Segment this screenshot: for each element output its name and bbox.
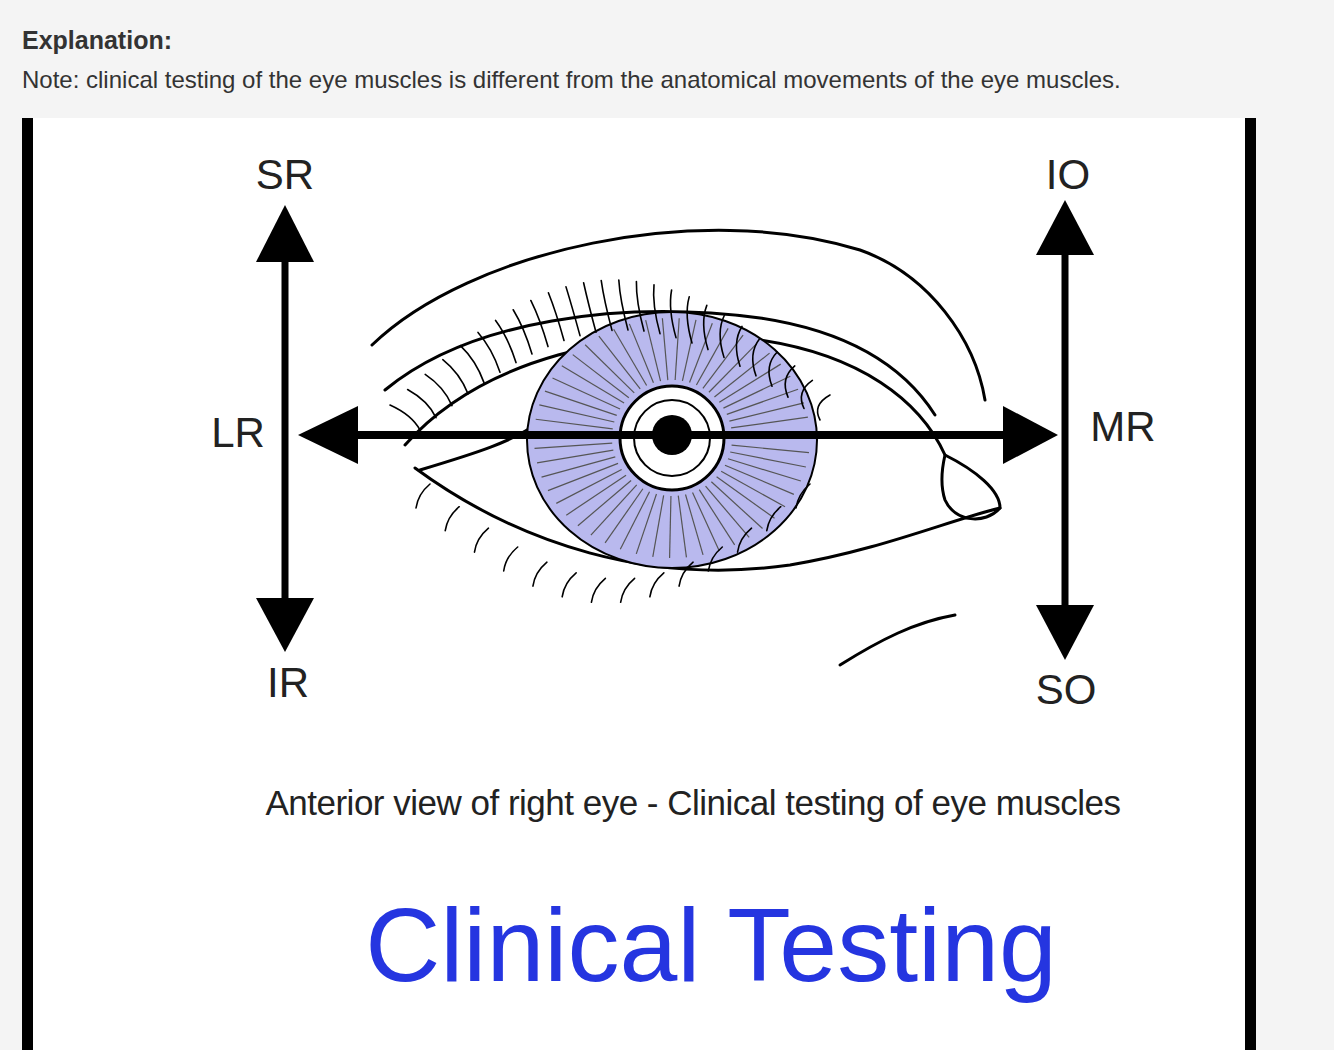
eyelashes (390, 280, 830, 602)
note-text: Note: clinical testing of the eye muscle… (22, 67, 1121, 93)
muscle-label: IO (1046, 152, 1090, 198)
muscle-label: SO (1036, 667, 1097, 713)
muscle-label: LR (211, 410, 265, 456)
muscle-label: IR (267, 660, 309, 706)
big-heading: Clinical Testing (365, 888, 1057, 1002)
muscle-label: SR (256, 152, 314, 198)
eye-outline (372, 230, 1000, 665)
panel-border (22, 118, 33, 1050)
figure-caption: Anterior view of right eye - Clinical te… (265, 784, 1120, 823)
panel-border (1245, 118, 1256, 1050)
explanation-heading: Explanation: (22, 27, 172, 55)
iris (527, 312, 817, 568)
clinical-arrows (256, 200, 1094, 660)
muscle-label: MR (1090, 404, 1155, 450)
